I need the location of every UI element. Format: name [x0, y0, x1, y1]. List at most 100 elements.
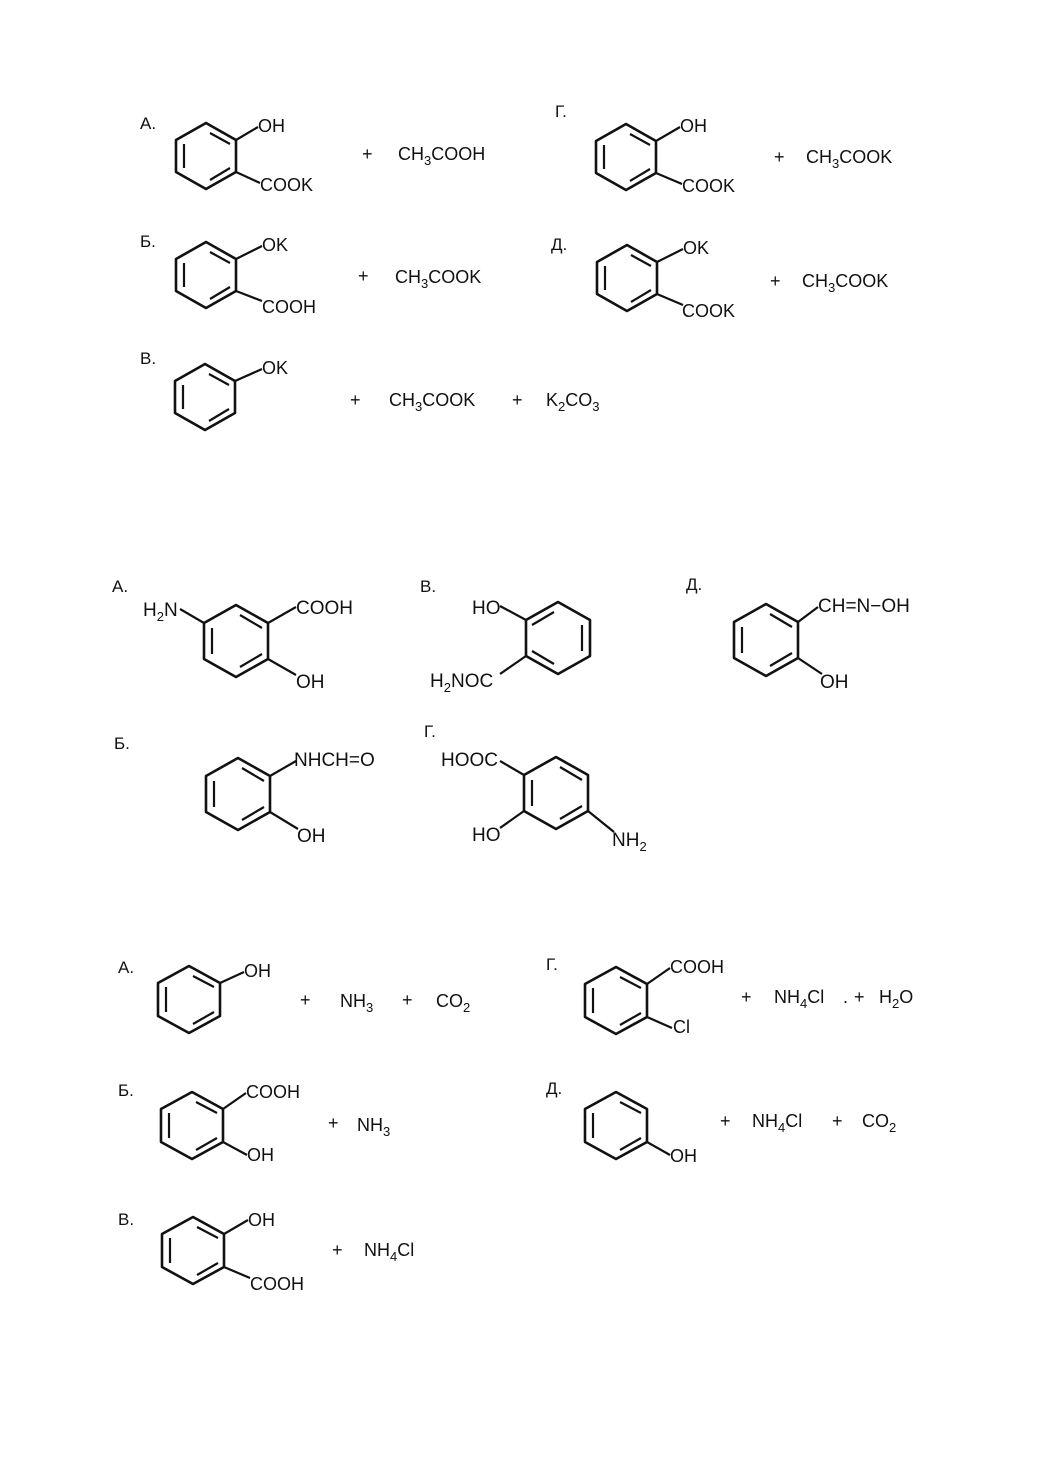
option-1-d: Д. OK COOK + CH3COOK	[551, 235, 888, 321]
plus-sign: +	[332, 1240, 343, 1260]
benzene-ring-icon	[595, 243, 659, 313]
option-3-b: Б. COOH OH + NH3	[118, 1081, 390, 1165]
benzene-ring-icon	[594, 122, 658, 192]
question-3: А. OH + NH3 + CO2 Г.	[118, 955, 913, 1294]
substituent-cook: COOK	[682, 301, 735, 321]
question-2: А. H2N COOH OH В. H	[112, 575, 910, 854]
plus-sign: +	[741, 987, 752, 1007]
benzene-ring-icon	[156, 964, 222, 1035]
benzene-ring-icon	[202, 603, 270, 679]
option-label: А.	[118, 958, 134, 977]
product-formula-2: CO2	[436, 991, 470, 1015]
substituent-cook: COOK	[682, 176, 735, 196]
substituent-cooh: COOH	[246, 1082, 300, 1102]
substituent-oh: OH	[820, 672, 849, 693]
substituent-cl: Cl	[673, 1017, 690, 1037]
product-formula-1: NH4Cl	[752, 1111, 802, 1135]
option-3-a: А. OH + NH3 + CO2	[118, 958, 470, 1035]
substituent-ok: OK	[683, 238, 709, 258]
substituent-nh2: NH2	[612, 830, 647, 854]
option-3-d: Д. OH + NH4Cl + CO2	[546, 1079, 896, 1166]
question-1: А. OH COOK + CH3COOH Г.	[140, 102, 892, 432]
product-formula-1: NH3	[340, 991, 373, 1015]
option-2-d: Д. CH=N−OH OH	[686, 575, 910, 693]
product-formula-1: NH4Cl	[774, 987, 824, 1011]
benzene-ring-icon	[204, 756, 272, 832]
benzene-ring-icon	[160, 1215, 226, 1286]
substituent-ho: HO	[472, 598, 501, 619]
option-label: А.	[112, 577, 128, 596]
plus-sign: +	[350, 390, 361, 410]
substituent-cooh: COOH	[250, 1274, 304, 1294]
plus-sign: +	[854, 987, 865, 1007]
substituent-ok: OK	[262, 235, 288, 255]
substituent-oh: OH	[258, 116, 285, 136]
product-formula-2: H2O	[879, 987, 913, 1011]
option-label: Б.	[118, 1081, 134, 1100]
option-2-b: Б. NHCH=O OH	[114, 734, 375, 847]
benzene-ring-icon	[174, 121, 238, 191]
option-label: В.	[420, 577, 436, 596]
option-label: Д.	[686, 575, 702, 594]
substituent-oh: OH	[244, 961, 271, 981]
option-3-v: В. OH COOH + NH4Cl	[118, 1210, 414, 1294]
plus-sign: +	[832, 1111, 843, 1131]
product-formula-1: CH3COOK	[389, 390, 475, 414]
substituent-oh: OH	[670, 1146, 697, 1166]
substituent-cooh: COOH	[296, 598, 353, 619]
product-formula-2: K2CO3	[546, 390, 599, 414]
product-formula: CH3COOK	[395, 267, 481, 291]
separator-dot: .	[843, 987, 848, 1007]
option-2-v: В. HO H2NOC	[420, 577, 592, 695]
product-formula: NH4Cl	[364, 1240, 414, 1264]
substituent-cooh: COOH	[262, 297, 316, 317]
option-label: А.	[140, 114, 156, 133]
plus-sign: +	[720, 1111, 731, 1131]
option-1-b: Б. OK COOH + CH3COOK	[140, 232, 481, 317]
plus-sign: +	[300, 990, 311, 1010]
benzene-ring-icon	[524, 600, 592, 676]
option-2-g: Г. HOOC HO NH2	[424, 722, 647, 854]
option-label: Д.	[546, 1079, 562, 1098]
option-label: Б.	[114, 734, 130, 753]
substituent-oxime: CH=N−OH	[818, 596, 910, 617]
substituent-oh: OH	[248, 1210, 275, 1230]
benzene-ring-icon	[732, 602, 800, 678]
product-formula-2: CO2	[862, 1111, 896, 1135]
plus-sign: +	[774, 147, 785, 167]
substituent-ho: HO	[472, 825, 501, 846]
option-2-a: А. H2N COOH OH	[112, 577, 353, 693]
benzene-ring-icon	[159, 1090, 225, 1161]
product-formula: CH3COOK	[806, 147, 892, 171]
substituent-ok: OK	[262, 358, 288, 378]
plus-sign: +	[362, 144, 373, 164]
option-label: Г.	[546, 955, 558, 974]
plus-sign: +	[328, 1113, 339, 1133]
substituent-h2noc: H2NOC	[430, 671, 493, 695]
option-3-g: Г. COOH Cl + NH4Cl . + H2O	[546, 955, 913, 1037]
option-label: Б.	[140, 232, 156, 251]
benzene-ring-icon	[583, 1090, 649, 1161]
plus-sign: +	[402, 990, 413, 1010]
plus-sign: +	[358, 266, 369, 286]
option-1-g: Г. OH COOK + CH3COOK	[555, 102, 892, 196]
benzene-ring-icon	[522, 755, 590, 831]
benzene-ring-icon	[174, 240, 238, 310]
plus-sign: +	[512, 390, 523, 410]
benzene-ring-icon	[173, 362, 237, 432]
option-1-v: В. OK + CH3COOK + K2CO3	[140, 349, 599, 432]
substituent-oh: OH	[297, 826, 326, 847]
plus-sign: +	[770, 271, 781, 291]
product-formula: CH3COOK	[802, 271, 888, 295]
benzene-ring-icon	[583, 965, 649, 1036]
product-formula: NH3	[357, 1115, 390, 1139]
option-label: В.	[118, 1210, 134, 1229]
substituent-hooc: HOOC	[441, 750, 498, 771]
substituent-nhcho: NHCH=O	[294, 750, 375, 771]
substituent-oh: OH	[247, 1145, 274, 1165]
substituent-oh: OH	[296, 672, 325, 693]
option-label: В.	[140, 349, 156, 368]
substituent-cook: COOK	[260, 175, 313, 195]
option-label: Г.	[555, 102, 567, 121]
